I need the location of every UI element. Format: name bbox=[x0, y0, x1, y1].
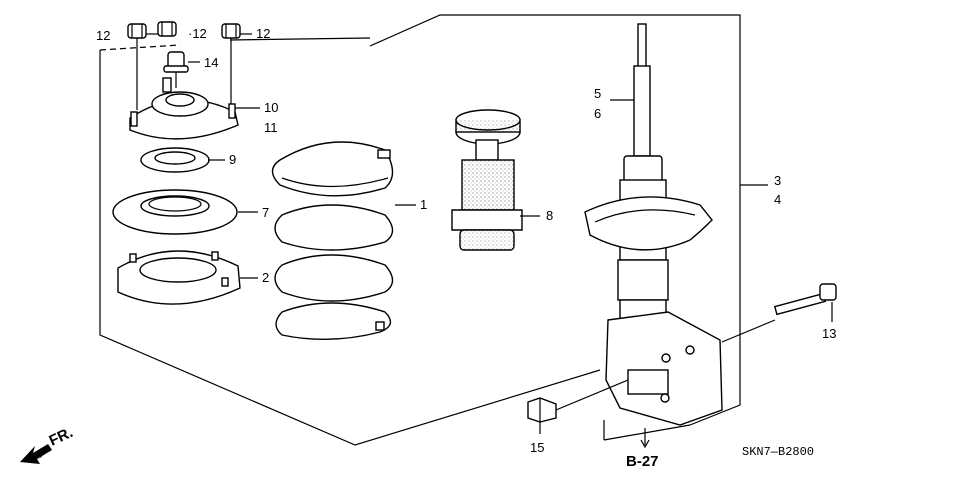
leader-lines bbox=[146, 33, 776, 449]
diagram-code: SKN7—B2800 bbox=[742, 445, 814, 459]
label-11: 11 bbox=[264, 120, 278, 135]
assembly-frame bbox=[99, 14, 741, 446]
label-10: 10 bbox=[264, 100, 278, 115]
front-label: FR. bbox=[47, 424, 76, 450]
label-14: 14 bbox=[204, 55, 218, 70]
label-12-right: 12 bbox=[256, 26, 270, 41]
label-15: 15 bbox=[530, 440, 544, 455]
label-7: 7 bbox=[262, 205, 269, 220]
label-1: 1 bbox=[420, 197, 427, 212]
label-5: 5 bbox=[594, 86, 601, 101]
reference-b27: B-27 bbox=[626, 453, 659, 470]
flange-nut-center bbox=[157, 21, 177, 37]
shock-absorber-unit bbox=[584, 23, 723, 426]
label-8: 8 bbox=[546, 208, 553, 223]
self-locking-nut bbox=[163, 51, 189, 88]
spring-seat bbox=[117, 250, 241, 305]
front-spring bbox=[271, 141, 394, 341]
label-12-left: 12 bbox=[96, 28, 110, 43]
label-9: 9 bbox=[229, 152, 236, 167]
label-6: 6 bbox=[594, 106, 601, 121]
flange-nut-left bbox=[127, 23, 147, 110]
spring-mount-cushion bbox=[112, 189, 238, 235]
label-12-center: ·12 bbox=[188, 26, 207, 41]
lock-nut bbox=[527, 397, 557, 434]
label-4: 4 bbox=[774, 192, 781, 207]
label-3: 3 bbox=[774, 173, 781, 188]
flange-bolt bbox=[773, 283, 837, 322]
bearing-ring bbox=[140, 147, 210, 173]
flange-nut-right bbox=[221, 23, 241, 105]
shock-absorber-mounting-base bbox=[129, 77, 239, 140]
front-direction-arrow bbox=[20, 444, 52, 464]
label-2: 2 bbox=[262, 270, 269, 285]
bump-stop-rubber bbox=[451, 109, 523, 251]
label-13: 13 bbox=[822, 326, 836, 341]
